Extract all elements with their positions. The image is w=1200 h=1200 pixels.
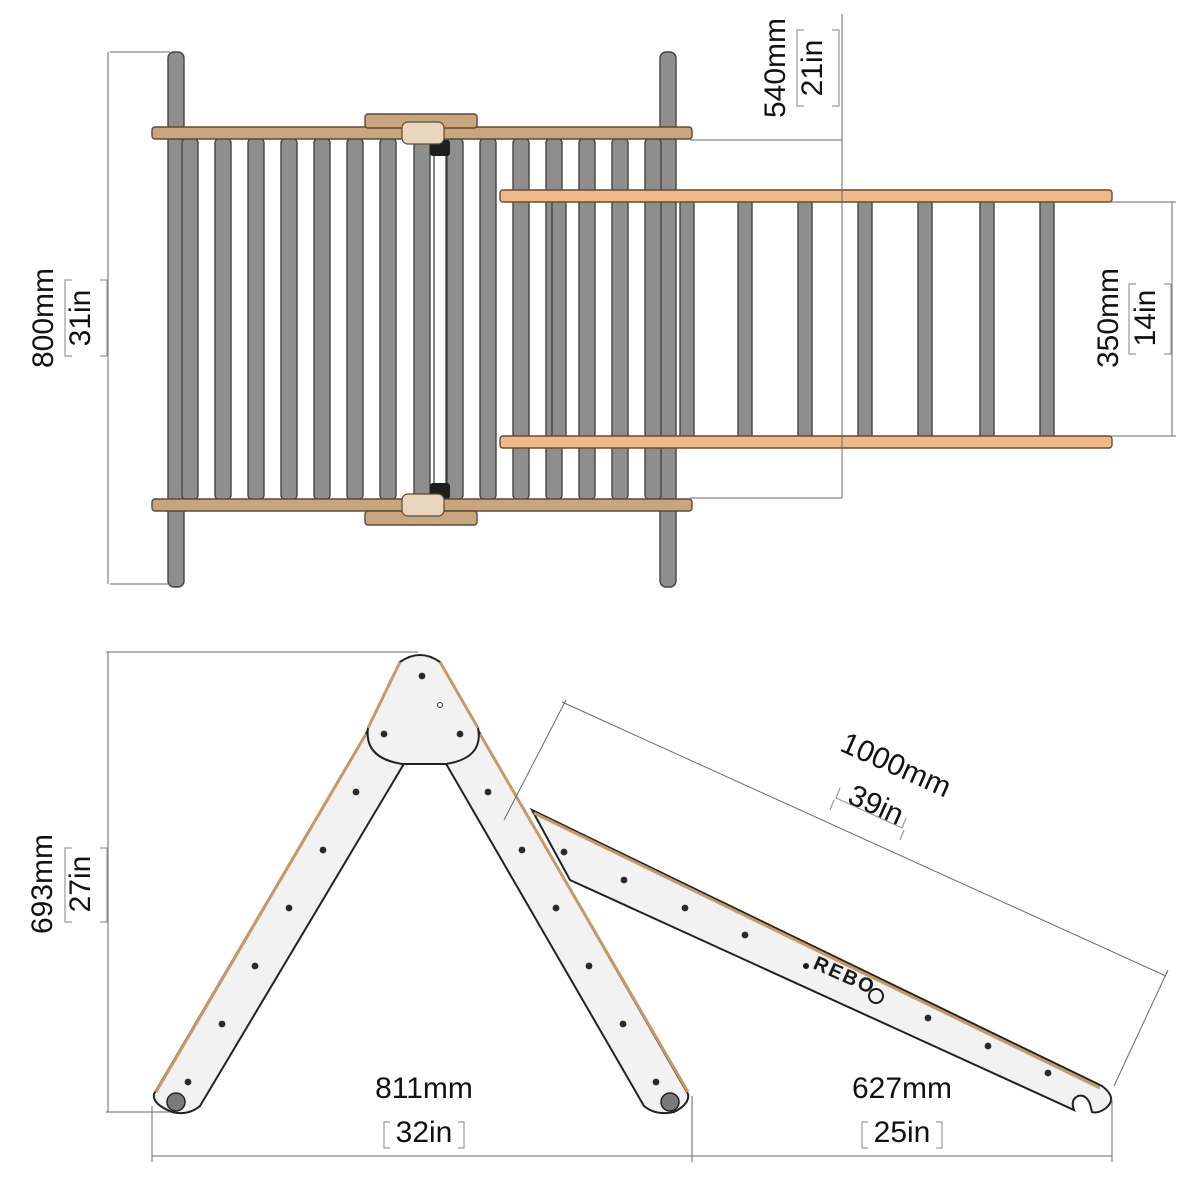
brand-logo-ring <box>868 988 884 1004</box>
dim-811-mm: 811mm <box>375 1072 473 1105</box>
dim-693-mm: 693mm <box>26 834 59 934</box>
apex-plate-side <box>366 654 480 765</box>
foot-pad <box>660 1092 680 1112</box>
ladder-board: REBO <box>529 807 1113 1114</box>
left-leg <box>152 728 407 1115</box>
dim-811-in: 32in <box>396 1116 453 1149</box>
brand-logo-dot <box>803 963 809 969</box>
dimension-800: 800mm 31in <box>27 51 170 585</box>
ladder-rail-bottom <box>499 435 1113 449</box>
dim-540-mm: 540mm <box>759 18 792 118</box>
apex-plate <box>401 493 445 517</box>
ladder-rungs <box>551 195 1055 443</box>
apex-plate <box>401 121 445 145</box>
dim-800-mm: 800mm <box>27 268 60 368</box>
hinge-axle <box>433 139 447 497</box>
foot-pad <box>166 1092 186 1112</box>
dim-627-in: 25in <box>874 1116 931 1149</box>
right-leg <box>443 728 690 1115</box>
dim-540-in: 21in <box>796 40 829 97</box>
dim-800-in: 31in <box>64 290 97 347</box>
ladder-rail-top <box>499 189 1113 203</box>
dim-693-in: 27in <box>64 856 97 913</box>
dim-350-in: 14in <box>1129 290 1162 347</box>
top-view: 800mm 31in 540mm 21in 350mm 14in <box>27 14 1176 588</box>
dimension-540: 540mm 21in <box>690 14 843 499</box>
dimension-350: 350mm 14in <box>1092 201 1176 437</box>
dim-350-mm: 350mm <box>1092 268 1125 368</box>
dimension-693: 693mm 27in <box>26 651 418 1113</box>
ladder-holes <box>560 848 1052 1077</box>
dimension-811: 811mm 32in <box>151 1072 693 1162</box>
side-view: REBO <box>26 651 1169 1162</box>
dimension-627: 627mm 25in <box>692 1072 1113 1162</box>
dim-627-mm: 627mm <box>852 1072 952 1105</box>
